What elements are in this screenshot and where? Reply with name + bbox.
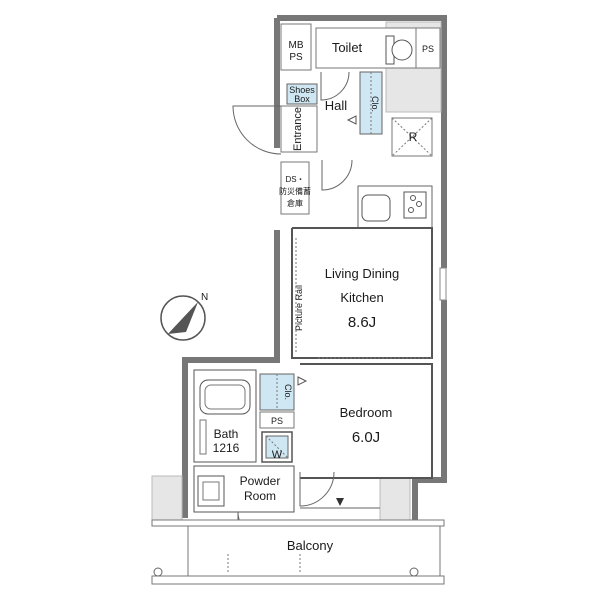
ldk-label-2: Kitchen — [340, 290, 383, 305]
ds-label-3: 倉庫 — [287, 198, 303, 208]
entrance-label: Entrance — [292, 107, 304, 151]
balcony-label: Balcony — [287, 538, 334, 553]
shoes-box-label-1: Shoes — [289, 85, 315, 95]
balcony-area — [151, 519, 445, 585]
bedroom-size-label: 6.0J — [352, 429, 380, 446]
service-zone — [232, 23, 441, 231]
wet-area — [193, 369, 308, 537]
ldk-size-label: 8.6J — [348, 314, 376, 331]
washer-label: W — [272, 449, 283, 461]
bedroom-label: Bedroom — [340, 405, 393, 420]
ds-label-2: 防災備蓄 — [279, 186, 311, 196]
bath-label-2: 1216 — [213, 441, 240, 455]
bath-label-1: Bath — [214, 427, 239, 441]
clo-bed-label: Clo. — [283, 384, 293, 400]
refrigerator-label: R — [409, 130, 418, 144]
shoes-box-label-2: Box — [294, 94, 310, 104]
room-labels: MB PS Toilet PS Shoes Box Hall Clo. Entr… — [213, 40, 434, 553]
mb-ps-label-1: MB — [289, 40, 304, 51]
ps-toilet-label: PS — [422, 44, 434, 54]
bedroom-room — [299, 363, 433, 509]
compass-north-label: N — [201, 292, 208, 303]
clo-hall-label: Clo. — [370, 96, 380, 112]
ldk-room — [291, 227, 433, 359]
compass: N — [160, 292, 208, 341]
ldk-label-1: Living Dining — [325, 266, 399, 281]
ds-label-1: DS・ — [285, 175, 304, 184]
toilet-label: Toilet — [332, 40, 363, 55]
powder-label-1: Powder — [240, 474, 281, 488]
hall-label: Hall — [325, 98, 348, 113]
ps-bath-label: PS — [271, 416, 283, 426]
picture-rail-label: Picture Rail — [294, 285, 304, 331]
mb-ps-label-2: PS — [289, 52, 303, 63]
powder-label-2: Room — [244, 489, 276, 503]
